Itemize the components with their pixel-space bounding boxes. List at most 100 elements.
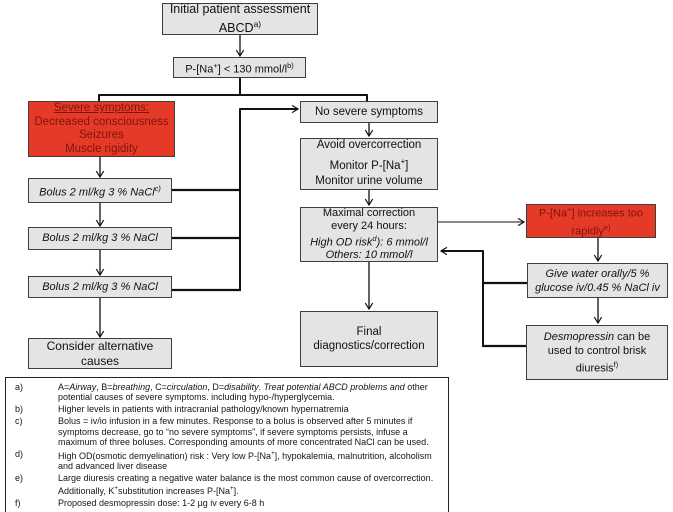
footnote-text: Higher levels in patients with intracran… [58, 404, 349, 415]
footnote-text: circulation [166, 382, 208, 392]
footnote-text: Large diuresis creating a negative water… [58, 473, 434, 496]
footnote-c: c)Bolus = iv/io infusion in a few minute… [6, 416, 442, 447]
sodium-increases-too-rapidly-box-text: e) [603, 223, 611, 232]
footnote-box: a)A=Airway, B=breathing, C=circulation, … [5, 377, 449, 512]
severe-symptoms-box-line: Muscle rigidity [65, 143, 138, 157]
desmopressin-box-line: diuresisf) [576, 358, 618, 376]
give-water-box-line: glucose iv/0.45 % NaCl iv [535, 281, 660, 295]
initial-assessment-box-text: a) [253, 18, 262, 29]
sodium-check-box-line: P-[Na+] < 130 mmol/lb) [185, 59, 294, 77]
sodium-increases-too-rapidly-box-line: P-[Na+] increases too [539, 203, 643, 221]
footnote-d: d)High OD(osmotic demyelination) risk : … [6, 449, 442, 472]
maximal-correction-box-line: every 24 hours: [331, 220, 407, 233]
maximal-correction-box-text: d [372, 233, 377, 243]
desmopressin-box-line: Desmopressin can be [544, 330, 650, 344]
footnote-text: ], hypokalemia, malnutrition, alcoholism… [58, 450, 432, 472]
final-diagnostics-box-line: Final [357, 325, 382, 340]
edge-return-to-maximal [439, 246, 484, 347]
initial-assessment-box-line: Initial patient assessment [170, 2, 310, 17]
desmopressin-box-line: used to control brisk [548, 344, 646, 358]
avoid-overcorrection-box-text: Monitor P-[Na [329, 159, 401, 172]
avoid-overcorrection-box-text: ] [405, 159, 409, 172]
footnote-b: b) Higher levels in patients with intracr… [6, 404, 442, 414]
sodium-check-box-text: P-[Na [185, 63, 214, 76]
severe-symptoms-box-text: Decreased consciousness [34, 115, 169, 128]
footnote-a: a)A=Airway, B=breathing, C=circulation, … [6, 382, 442, 403]
footnote-text: breathing [112, 382, 151, 392]
footnote-text: . [258, 382, 264, 392]
severe-symptoms-box-text: Seizures [79, 129, 124, 141]
sodium-increases-too-rapidly-box-text: rapidly [571, 225, 604, 238]
bolus-2-box-text: Bolus 2 ml/kg 3 % NaCl [42, 232, 158, 244]
desmopressin-box-text: diuresis [575, 362, 614, 375]
bolus-3-box-text: Bolus 2 ml/kg 3 % NaCl [42, 280, 158, 293]
consider-alternative-causes-box-line: Consider alternative [47, 339, 154, 354]
avoid-overcorrection-box-text: Avoid overcorrection [316, 139, 422, 152]
footnote-label: f) [15, 497, 21, 508]
avoid-overcorrection-box-line: Monitor urine volume [315, 174, 422, 190]
final-diagnostics-box-text: Final [356, 325, 382, 338]
avoid-overcorrection-box-line: Avoid overcorrection [317, 138, 422, 154]
maximal-correction-box-line: Others: 10 mmol/l [326, 249, 413, 262]
initial-assessment-box-line: ABCDa) [219, 17, 261, 36]
footnote-label: b) [15, 404, 24, 415]
sodium-increases-too-rapidly-box-line: rapidlye) [571, 221, 610, 239]
sodium-check-box-text: b) [287, 60, 294, 70]
bolus-2-box-line: Bolus 2 ml/kg 3 % NaCl [42, 232, 158, 245]
avoid-overcorrection-box-line: Monitor P-[Na+] [330, 154, 409, 174]
desmopressin-box-text: Desmopressin [543, 330, 615, 343]
footnote-text: , D= [207, 382, 225, 392]
bolus-1-box-text: Bolus 2 ml/kg 3 % NaCl [39, 186, 155, 199]
initial-assessment-box-text: Initial patient assessment [169, 1, 311, 16]
maximal-correction-box-text: Maximal correction [322, 207, 416, 220]
maximal-correction-box-text: every 24 hours: [331, 219, 407, 232]
footnote-label: e) [15, 473, 24, 484]
edge-split-bar [98, 94, 368, 101]
connector-lines [95, 35, 603, 348]
severe-symptoms-box-line: Decreased consciousness [34, 116, 168, 130]
maximal-correction-box-text: ): 6 mmol/l [376, 236, 428, 249]
desmopressin-box-text: can be [614, 330, 651, 343]
give-water-box-text: glucose iv/0.45 % NaCl iv [535, 281, 660, 294]
footnote-f: f)Proposed desmopressin dose: 1-2 µg iv … [6, 498, 442, 508]
maximal-correction-box-line: Maximal correction [323, 207, 415, 220]
footnote-text: disability [224, 382, 259, 392]
footnote-text: other potential causes of severe symptom… [58, 382, 428, 403]
footnote-e: e) Large diuresis creating a negative wat… [6, 473, 442, 496]
give-water-box-text: Give water orally/5 % [545, 267, 650, 280]
footnote-label: a) [15, 382, 24, 392]
edge-collector-to-no-severe [239, 104, 300, 290]
sodium-check-box-text: + [213, 60, 218, 70]
sodium-increases-too-rapidly-box-text: ] increases too [571, 207, 644, 220]
bolus-1-box-text: c) [154, 183, 161, 193]
sodium-check-box: P-[Na+] < 130 mmol/lb) [173, 57, 306, 78]
sodium-check-box-text: ] < 130 mmol/l [217, 63, 288, 76]
no-severe-symptoms-box-line: No severe symptoms [315, 106, 423, 119]
no-severe-symptoms-box: No severe symptoms [300, 101, 438, 123]
desmopressin-box-text: f) [613, 359, 619, 369]
footnote-text: + [114, 484, 118, 492]
footnote-text: , B= [96, 382, 113, 392]
maximal-correction-box-text: Others: 10 mmol/l [325, 249, 413, 262]
sodium-increases-too-rapidly-box-text: P-[Na [538, 207, 568, 220]
footnote-label: c) [15, 416, 23, 427]
desmopressin-box-text: used to control brisk [547, 344, 647, 357]
bolus-3-box: Bolus 2 ml/kg 3 % NaCl [28, 276, 172, 298]
give-water-box: Give water orally/5 %glucose iv/0.45 % N… [527, 263, 668, 298]
bolus-1-box-line: Bolus 2 ml/kg 3 % NaClc) [39, 182, 161, 200]
severe-symptoms-box-line: Seizures [79, 129, 124, 143]
footnote-text: Airway [69, 382, 97, 392]
bolus-3-box-line: Bolus 2 ml/kg 3 % NaCl [42, 281, 158, 294]
footnote-text: + [271, 449, 275, 457]
maximal-correction-box-line: High OD riskd): 6 mmol/l [310, 233, 428, 249]
severe-symptoms-box: Severe symptoms: Decreased consciousness… [28, 101, 175, 157]
